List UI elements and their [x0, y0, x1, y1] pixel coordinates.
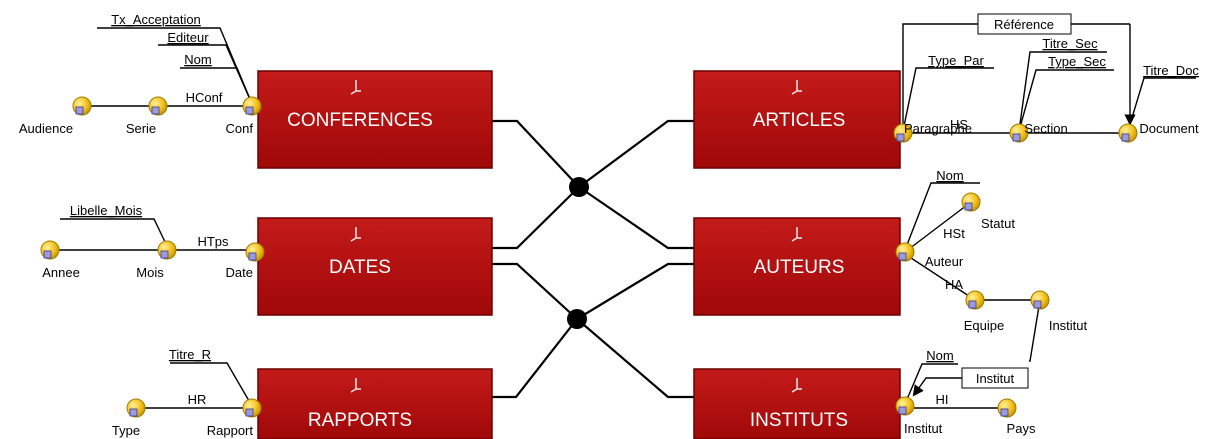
- dimension-conferences[interactable]: CONFERENCES: [257, 70, 493, 169]
- level-label-statut: Statut: [981, 216, 1015, 231]
- attribute-label-type-par: Type_Par: [928, 53, 984, 68]
- hierarchy-label-ha: HA: [945, 277, 963, 292]
- dimension-title-auteurs: AUTEURS: [754, 257, 845, 278]
- hierarchy-label-hr: HR: [188, 392, 207, 407]
- link-conferences-fact1: [492, 119, 580, 188]
- level-label-mois: Mois: [136, 265, 164, 280]
- hierarchy-label-htps: HTps: [197, 234, 229, 249]
- dimension-title-conferences: CONFERENCES: [287, 110, 433, 131]
- level-label-date: Date: [226, 265, 253, 280]
- dimension-icon: [791, 378, 802, 393]
- dimension-rapports[interactable]: RAPPORTS: [257, 368, 493, 439]
- level-label-rapport: Rapport: [207, 423, 254, 438]
- hierarchy-label-hconf: HConf: [186, 90, 223, 105]
- level-label-conf: Conf: [226, 121, 254, 136]
- dimension-icon: [350, 378, 361, 393]
- dimension-icon: [791, 80, 802, 95]
- level-label-section: Section: [1024, 121, 1067, 136]
- level-label-pays: Pays: [1007, 421, 1036, 436]
- dimension-auteurs[interactable]: AUTEURS: [693, 217, 901, 316]
- node-conf[interactable]: [242, 96, 262, 116]
- node-type[interactable]: [126, 398, 146, 418]
- node-pays[interactable]: [997, 398, 1017, 418]
- level-label-equipe: Equipe: [964, 318, 1004, 333]
- attribute-label-nom-institut: Nom: [926, 348, 953, 363]
- dimension-title-dates: DATES: [329, 257, 391, 278]
- link-instituts-fact2: [576, 318, 694, 399]
- level-label-auteur: Auteur: [925, 254, 964, 269]
- link-auteurs-fact1: [578, 186, 694, 250]
- level-label-annee: Annee: [42, 265, 80, 280]
- node-statut[interactable]: [961, 192, 981, 212]
- dimension-icon: [791, 227, 802, 242]
- attribute-label-libelle-mois: Libelle_Mois: [70, 203, 143, 218]
- attribute-label-editeur: Editeur: [167, 30, 209, 45]
- link-rapports-fact2: [492, 318, 578, 399]
- attribute-label-nom-auteur: Nom: [936, 168, 963, 183]
- node-institut-auteur[interactable]: [1030, 290, 1050, 310]
- node-document[interactable]: [1118, 123, 1138, 143]
- node-rapport[interactable]: [242, 398, 262, 418]
- attribute-label-titre-doc: Titre_Doc: [1143, 63, 1199, 78]
- reference-label: Référence: [994, 17, 1054, 32]
- level-label-paragraphe: Paragraphe: [904, 121, 972, 136]
- link-dates-fact2: [492, 262, 578, 320]
- level-label-institut-auteur: Institut: [1049, 318, 1088, 333]
- dimension-title-instituts: INSTITUTS: [750, 410, 848, 431]
- attribute-label-tx-acceptation: Tx_Acceptation: [111, 12, 201, 27]
- node-equipe[interactable]: [965, 290, 985, 310]
- link-dates-fact1: [492, 186, 580, 250]
- attribute-label-titre-r: Titre_R: [169, 347, 211, 362]
- hierarchy-label-hi: HI: [936, 392, 949, 407]
- hierarchy-lines: [50, 23, 1196, 409]
- level-label-serie: Serie: [126, 121, 156, 136]
- reference-box[interactable]: [977, 13, 1072, 35]
- node-institut[interactable]: [895, 396, 915, 416]
- dimension-icon: [350, 227, 361, 242]
- level-label-audience: Audience: [19, 121, 73, 136]
- node-serie[interactable]: [148, 96, 168, 116]
- hierarchy-label-hs: HS: [950, 117, 968, 132]
- node-section[interactable]: [1009, 123, 1029, 143]
- level-label-institut: Institut: [904, 421, 943, 436]
- link-articles-fact1: [578, 119, 694, 188]
- institut-link-label: Institut: [976, 371, 1015, 386]
- node-mois[interactable]: [157, 240, 177, 260]
- fact-links: [492, 119, 694, 399]
- dimension-dates[interactable]: DATES: [257, 217, 493, 316]
- attribute-label-titre-sec: Titre_Sec: [1042, 36, 1098, 51]
- fact-node-2[interactable]: [567, 309, 587, 329]
- node-date[interactable]: [245, 242, 265, 262]
- link-auteurs-fact2: [576, 262, 694, 320]
- institut-link-box[interactable]: [961, 367, 1029, 389]
- dimension-icon: [350, 80, 361, 95]
- node-paragraphe[interactable]: [893, 123, 913, 143]
- dimension-instituts[interactable]: INSTITUTS: [693, 368, 901, 439]
- node-annee[interactable]: [40, 240, 60, 260]
- level-nodes: [40, 96, 1138, 418]
- fact-node-1[interactable]: [569, 177, 589, 197]
- level-label-document: Document: [1139, 121, 1199, 136]
- node-auteur[interactable]: [895, 242, 915, 262]
- hierarchy-label-hst: HSt: [943, 226, 965, 241]
- node-audience[interactable]: [72, 96, 92, 116]
- dimension-title-rapports: RAPPORTS: [308, 410, 412, 431]
- dimension-articles[interactable]: ARTICLES: [693, 70, 901, 169]
- level-label-type: Type: [112, 423, 140, 438]
- attribute-label-type-sec: Type_Sec: [1048, 54, 1106, 69]
- dimension-title-articles: ARTICLES: [753, 110, 846, 131]
- attribute-label-nom-conf: Nom: [184, 52, 211, 67]
